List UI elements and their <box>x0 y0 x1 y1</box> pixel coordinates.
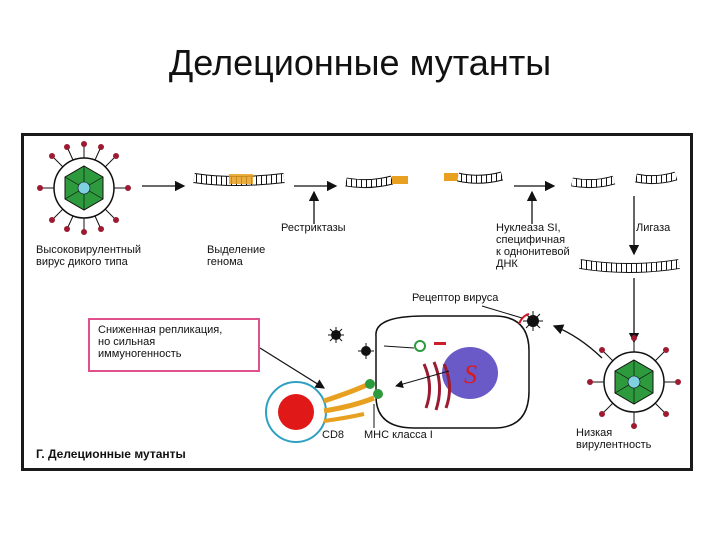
label-mhc-class-i: МНС класса I <box>364 429 433 441</box>
label-low-virulence: Низкая вирулентность <box>576 427 652 451</box>
virus-spikes <box>42 146 126 230</box>
reduced-replication-box: Сниженная репликация, но сильная иммуног… <box>88 318 260 372</box>
label-cd8: CD8 <box>322 429 345 441</box>
cell-nucleus <box>442 347 498 399</box>
label-ligase: Лигаза <box>636 222 671 234</box>
svg-text:S: S <box>464 360 477 389</box>
mutant-virus <box>587 335 681 429</box>
wild-type-virus <box>37 141 131 235</box>
label-reduced-replication: Сниженная репликация, но сильная иммуног… <box>98 324 223 360</box>
figure-caption: Г. Делеционные мутанты <box>36 447 186 461</box>
deletion-mutants-figure: S <box>21 133 693 471</box>
label-nuclease: Нуклеаза SI, специфичная к однонитевой Д… <box>496 222 570 270</box>
label-genome-isolation: Выделение генома <box>207 244 266 268</box>
t-cell-cd8 <box>265 379 383 443</box>
infected-cell: S <box>375 315 530 429</box>
label-wild-type: Высоковирулентный вирус дикого типа <box>36 244 142 268</box>
slide-title: Делеционные мутанты <box>168 42 552 83</box>
diagram-canvas: S <box>37 141 681 443</box>
label-restrictases: Рестриктазы <box>281 222 346 234</box>
label-virus-receptor: Рецептор вируса <box>412 292 499 304</box>
